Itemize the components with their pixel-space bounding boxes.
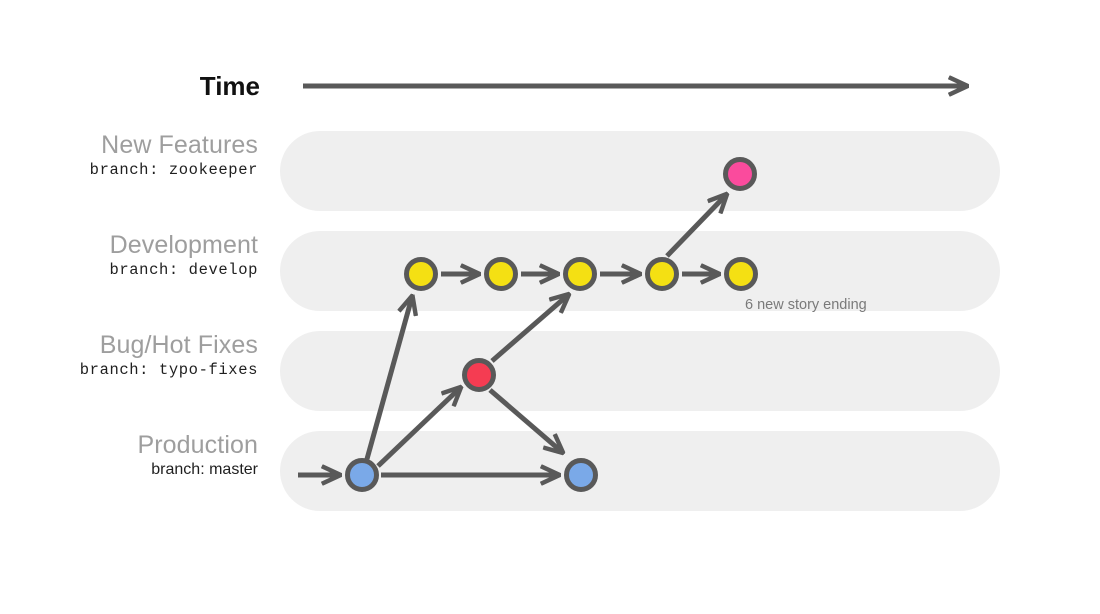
lane-label-new-features: New Features branch: zookeeper — [0, 130, 258, 180]
lane-title-new-features: New Features — [101, 131, 258, 159]
commit-node-master-2[interactable] — [564, 458, 598, 492]
lane-branch-bug-hot-fixes: branch: typo-fixes — [79, 361, 258, 379]
commit-node-develop-4[interactable] — [645, 257, 679, 291]
commit-node-develop-3[interactable] — [563, 257, 597, 291]
commit-node-master-1[interactable] — [345, 458, 379, 492]
lane-label-bug-hot-fixes: Bug/Hot Fixes branch: typo-fixes — [0, 330, 258, 380]
lane-bar-new-features — [280, 131, 1000, 211]
annotation-story-ending: 6 new story ending — [745, 297, 867, 313]
lane-title-production: Production — [137, 431, 258, 459]
lane-title-development: Development — [109, 231, 258, 259]
time-axis-label: Time — [199, 71, 260, 101]
lane-branch-development: branch: develop — [109, 261, 258, 279]
lane-branch-production: branch: master — [151, 461, 258, 478]
edge-master-1-to-fix-1 — [376, 388, 460, 468]
lane-branch-new-features: branch: zookeeper — [89, 161, 258, 179]
lane-label-development: Development branch: develop — [0, 230, 258, 280]
edge-master-1-to-develop-1 — [364, 297, 412, 460]
edge-develop-4-to-feature-1 — [665, 195, 726, 258]
lane-title-bug-hot-fixes: Bug/Hot Fixes — [99, 331, 258, 359]
commit-node-develop-5[interactable] — [724, 257, 758, 291]
commit-node-feature-1[interactable] — [723, 157, 757, 191]
lane-label-production: Production branch: master — [0, 430, 258, 480]
commit-node-fix-1[interactable] — [462, 358, 496, 392]
commit-node-develop-1[interactable] — [404, 257, 438, 291]
commit-node-develop-2[interactable] — [484, 257, 518, 291]
edge-fix-1-to-master-2 — [488, 388, 562, 452]
edge-fix-1-to-develop-3 — [490, 295, 568, 363]
